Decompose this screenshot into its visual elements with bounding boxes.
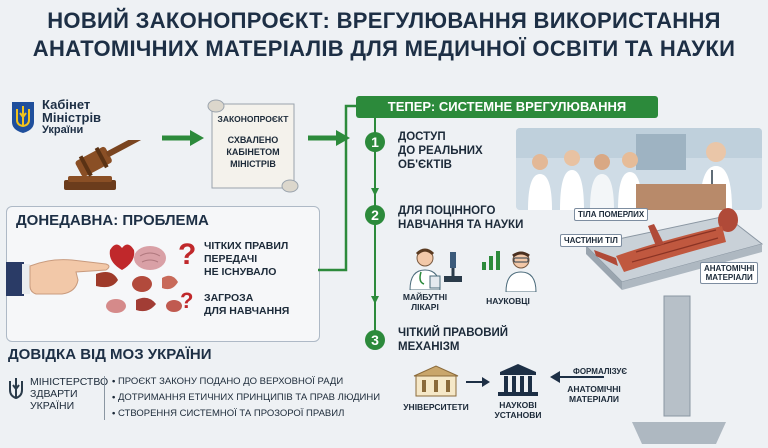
moz-header: ДОВІДКА ВІД МОЗ УКРАЇНИ [8, 346, 212, 363]
anatomical-table-illustration [576, 186, 766, 444]
scroll-line2: КАБІНЕТОМ [226, 147, 280, 157]
problem-item-2-line1: ЗАГРОЗА [204, 292, 254, 304]
universities-label: УНІВЕРСИТЕТИ [403, 402, 469, 412]
step-3-badge: 3 [365, 330, 385, 350]
problem-header: ДОНЕДАВНА: ПРОБЛЕМА [16, 212, 209, 229]
question-mark-icon: ? [178, 238, 197, 271]
pointing-hand-icon [6, 246, 114, 302]
steps-timeline [370, 118, 380, 348]
step-3-line1: ЧІТКИЙ ПРАВОВИЙ [398, 327, 509, 339]
problem-item-1: ЧІТКИХ ПРАВИЛ ПЕРЕДАЧІ НЕ ІСНУВАЛО [204, 240, 288, 279]
problem-item-2: ЗАГРОЗА ДЛЯ НАВЧАННЯ [204, 292, 289, 318]
classroom-photo [516, 128, 762, 210]
ministry-line2: ЗДВАРТИ [30, 388, 78, 400]
future-doctor-icon [402, 246, 448, 291]
ministry-name: МІНІСТЕРСТВО ЗДВАРТИ УКРАЇНИ [30, 376, 108, 412]
problem-item-2-line2: ДЛЯ НАВЧАННЯ [204, 305, 290, 317]
ministry-line1: МІНІСТЕРСТВО [30, 376, 109, 388]
question-mark-icon: ? [180, 288, 194, 313]
step-3-text: ЧІТКИЙ ПРАВОВИЙ МЕХАНІЗМ [398, 326, 508, 354]
cabinet-name-line3: України [42, 124, 84, 136]
formalize-sub-line1: АНАТОМІЧНІ [567, 384, 621, 394]
step-1-line2: ДО РЕАЛЬНИХ [398, 145, 483, 157]
step-1-badge: 1 [365, 132, 385, 152]
microscope-icon [442, 250, 464, 284]
parts-tag: ЧАСТИНИ ТІЛ [560, 234, 622, 247]
problem-item-1-line1: ЧІТКИХ ПРАВИЛ [204, 240, 289, 252]
scroll-line3: МІНІСТРІВ [230, 159, 276, 169]
cabinet-name-line2: Міністрів [42, 110, 102, 125]
moz-bullet-1: ПРОЄКТ ЗАКОНУ ПОДАНО ДО ВЕРХОВНОЇ РАДИ [112, 376, 343, 387]
connector-line [318, 100, 378, 290]
step-2-badge: 2 [365, 205, 385, 225]
step-2-line2: НАВЧАННЯ ТА НАУКИ [398, 219, 524, 231]
step-1-line3: ОБ'ЄКТІВ [398, 159, 452, 171]
formalize-sub-label: АНАТОМІЧНІ МАТЕРІАЛИ [554, 384, 634, 404]
moz-bullet-3: СТВОРЕННЯ СИСТЕМНОЇ ТА ПРОЗОРОЇ ПРАВИЛ [112, 408, 344, 419]
step-1-text: ДОСТУП ДО РЕАЛЬНИХ ОБ'ЄКТІВ [398, 130, 483, 172]
bodies-tag: ТІЛА ПОМЕРЛИХ [574, 208, 649, 221]
title-line-1: НОВИЙ ЗАКОНОПРОЄКТ: ВРЕГУЛЮВАННЯ ВИКОРИС… [47, 8, 721, 33]
ministry-line3: УКРАЇНИ [30, 400, 75, 412]
university-building-icon [410, 364, 462, 398]
arrow-right-icon [466, 374, 492, 388]
now-header-banner [356, 96, 658, 118]
step-2-text: ДЛЯ ПОЦІННОГО НАВЧАННЯ ТА НАУКИ [398, 204, 523, 232]
future-doctors-line1: МАЙБУТНІ [402, 292, 448, 302]
arrow-right-icon [306, 128, 352, 148]
scientists-label: НАУКОВЦІ [486, 296, 530, 306]
ukraine-trident-icon [10, 100, 36, 134]
scroll-document: ЗАКОНОПРОЄКТ СХВАЛЕНО КАБІНЕТОМ МІНІСТРІ… [204, 98, 302, 194]
formalize-sub-line2: МАТЕРІАЛИ [568, 394, 619, 404]
step-2-line1: ДЛЯ ПОЦІННОГО [398, 205, 496, 217]
gavel-icon [58, 127, 168, 198]
scientist-icon [500, 248, 542, 293]
step-3-line2: МЕХАНІЗМ [398, 341, 460, 353]
problem-item-1-line3: НЕ ІСНУВАЛО [204, 266, 277, 278]
cabinet-name-line1: Кабінет [42, 97, 91, 112]
institution-building-icon [496, 362, 540, 398]
materials-tag: АНАТОМІЧНІ МАТЕРІАЛИ [700, 262, 759, 284]
moz-bullet-2: ДОТРИМАННЯ ЕТИЧНИХ ПРИНЦИПІВ ТА ПРАВ ЛЮД… [112, 392, 380, 403]
organs-illustration [82, 240, 192, 322]
scroll-line1: СХВАЛЕНО [227, 135, 279, 145]
moz-divider [104, 376, 105, 420]
chart-bars-icon [480, 248, 504, 272]
formalize-arrow [546, 368, 606, 386]
scroll-title: ЗАКОНОПРОЄКТ [217, 114, 289, 124]
formalize-label: ФОРМАЛІЗУЄ [573, 367, 628, 376]
institutions-line1: НАУКОВІ [499, 400, 537, 410]
future-doctors-label: МАЙБУТНІ ЛІКАРІ [398, 292, 452, 312]
problem-item-1-line2: ПЕРЕДАЧІ [204, 253, 258, 265]
now-header: ТЕПЕР: СИСТЕМНЕ ВРЕГУЛЮВАННЯ [387, 99, 627, 114]
scroll-approved: СХВАЛЕНО КАБІНЕТОМ МІНІСТРІВ [212, 134, 294, 170]
institutions-line2: УСТАНОВИ [494, 410, 542, 420]
cabinet-name: Кабінет Міністрів України [42, 98, 101, 137]
materials-tag-line2: МАТЕРІАЛИ [705, 273, 753, 282]
institutions-label: НАУКОВІ УСТАНОВИ [488, 400, 548, 420]
title-line-2: АНАТОМІЧНИХ МАТЕРІАЛІВ ДЛЯ МЕДИЧНОЇ ОСВІ… [32, 36, 736, 61]
arrow-right-icon [160, 128, 206, 148]
ministry-trident-icon [6, 376, 26, 402]
future-doctors-line2: ЛІКАРІ [411, 302, 439, 312]
materials-tag-line1: АНАТОМІЧНІ [704, 264, 755, 273]
step-1-line1: ДОСТУП [398, 131, 446, 143]
